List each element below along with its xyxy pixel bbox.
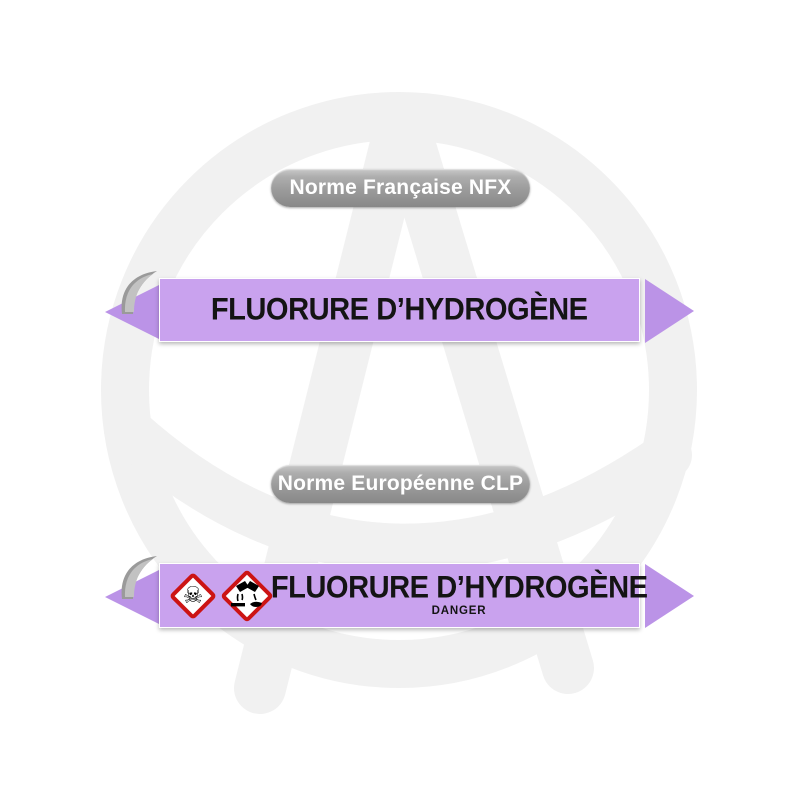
sticker-peel-curl	[121, 556, 157, 599]
marker-nfx-right-arrow	[645, 279, 694, 343]
marker-clp-right-arrow	[645, 564, 694, 628]
badge-norme-europeenne-clp: Norme Européenne CLP	[271, 465, 530, 503]
pipe-marker-clp-text: FLUORURE D’HYDROGÈNE	[270, 570, 648, 605]
corrosive-icon	[220, 569, 274, 623]
skull-crossbones-icon: ☠	[168, 571, 218, 621]
pipe-marker-clp-text-block: FLUORURE D’HYDROGÈNE DANGER	[271, 564, 648, 627]
skull-crossbones-glyph: ☠	[182, 582, 204, 609]
pipe-marker-clp: ☠ FLUORURE D’HYDROGÈNE DANGER	[159, 563, 648, 628]
pipe-marker-nfx-text: FLUORURE D’HYDROGÈNE	[211, 292, 588, 327]
badge-norme-francaise-nfx-label: Norme Française NFX	[289, 176, 512, 199]
pipe-marker-nfx: FLUORURE D’HYDROGÈNE	[159, 278, 640, 342]
sticker-peel-curl	[121, 271, 157, 314]
corrosive-artwork	[231, 581, 262, 607]
badge-norme-europeenne-clp-label: Norme Européenne CLP	[277, 472, 524, 495]
badge-norme-francaise-nfx: Norme Française NFX	[271, 169, 530, 207]
signal-word-danger: DANGER	[431, 605, 487, 618]
